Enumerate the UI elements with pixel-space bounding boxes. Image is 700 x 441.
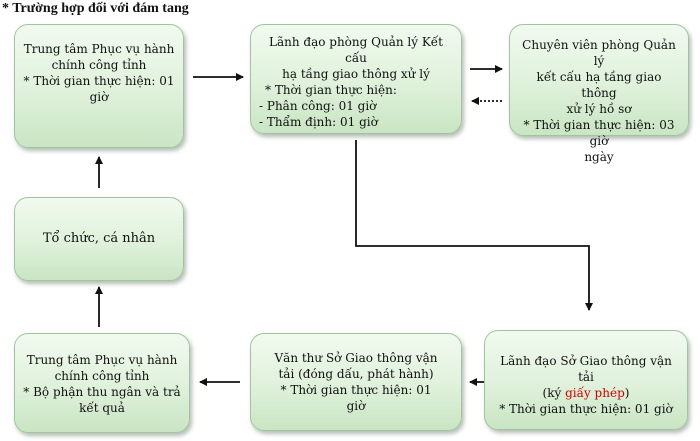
node-text: - Thẩm định: 01 giờ [259, 115, 378, 129]
node-text-signing: (ký giấy phép) [493, 385, 679, 401]
node-text: kết quả [79, 401, 125, 415]
node-specialist: Chuyên viên phòng Quản lý kết cấu hạ tần… [509, 24, 689, 164]
node-department-leader: Lãnh đạo phòng Quản lý Kết cấu hạ tầng g… [250, 24, 462, 134]
node-text: * Thời gian thực hiện: 01 giờ [499, 402, 673, 416]
node-text: (ký [542, 386, 566, 400]
node-service-center-top: Trung tâm Phục vụ hành chính công tỉnh *… [14, 24, 184, 148]
permit-highlight: giấy phép [565, 386, 625, 400]
node-text: hạ tầng giao thông xử lý [282, 67, 430, 81]
node-text: * Bộ phận thu ngân và trả [23, 385, 181, 399]
node-text: * Thời gian thực hiện: [265, 83, 397, 97]
node-text: kết cấu hạ tầng giao thông [536, 70, 662, 100]
node-text: Trung tâm Phục vụ hành [23, 42, 175, 56]
node-text: chính công tỉnh [51, 58, 147, 72]
node-text: * Thời gian thực hiện: 03 giờ [523, 118, 675, 148]
node-service-center-bottom: Trung tâm Phục vụ hành chính công tỉnh *… [14, 333, 190, 433]
node-applicant: Tổ chức, cá nhân [14, 197, 184, 281]
node-text: giờ [89, 90, 109, 104]
node-text: Lãnh đạo Sở Giao thông vận tải [500, 354, 672, 384]
node-text: Lãnh đạo phòng Quản lý Kết cấu [269, 35, 443, 65]
node-text: Tổ chức, cá nhân [42, 231, 156, 246]
node-text: giờ [346, 399, 366, 413]
node-text: ngày [584, 150, 614, 164]
node-director: Lãnh đạo Sở Giao thông vận tải (ký giấy … [484, 330, 688, 430]
node-text: Trung tâm Phục vụ hành [26, 353, 178, 367]
node-text: tải (đóng dấu, phát hành) [278, 367, 434, 381]
node-text: * Thời gian thực hiện: 01 [280, 383, 432, 397]
node-text: chính công tỉnh [54, 369, 150, 383]
diagram-heading: * Trường hợp đối với đám tang [2, 1, 189, 16]
node-text: Văn thư Sở Giao thông vận [274, 351, 438, 365]
node-clerk: Văn thư Sở Giao thông vận tải (đóng dấu,… [250, 333, 462, 431]
arrow-leader-to-director [355, 140, 593, 311]
node-text: Chuyên viên phòng Quản lý [522, 38, 676, 68]
node-text: - Phân công: 01 giờ [259, 99, 377, 113]
node-text: xử lý hồ sơ [566, 102, 632, 116]
node-text: ) [624, 386, 630, 400]
node-text: * Thời gian thực hiện: 01 [23, 74, 175, 88]
